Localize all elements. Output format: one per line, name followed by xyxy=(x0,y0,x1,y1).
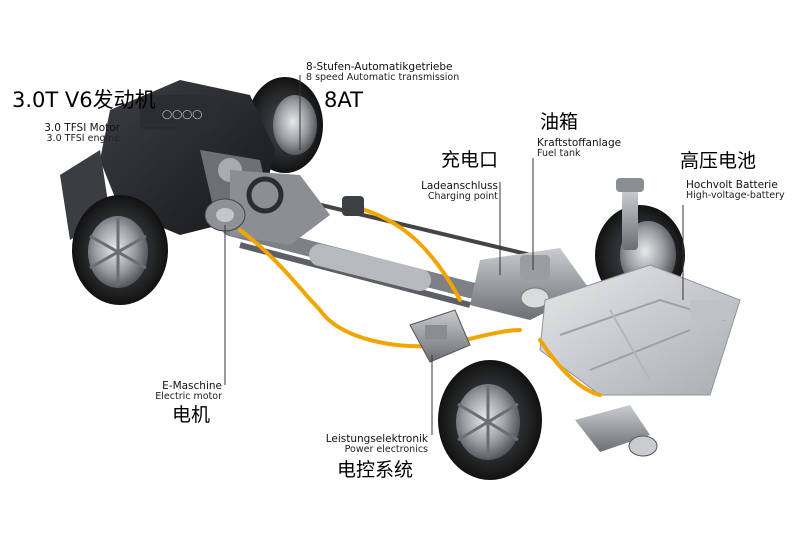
engine-label-de: 3.0 TFSI Motor xyxy=(44,122,120,134)
high-voltage-battery xyxy=(539,264,741,396)
fuel-label-de: Kraftstoffanlage xyxy=(537,137,622,149)
charging-label-en: Charging point xyxy=(427,191,498,202)
battery-label-cn: 高压电池 xyxy=(680,150,757,172)
engine-label-en: 3.0 TFSI engine xyxy=(46,133,120,144)
engine-label-cn: 3.0T V6发动机 xyxy=(12,88,156,112)
charging-socket xyxy=(342,196,364,216)
fuel-label-cn: 油箱 xyxy=(540,111,579,133)
engine-cover-logo: ◯◯◯◯ xyxy=(162,110,202,120)
motor-label-de: E-Maschine xyxy=(162,380,222,392)
electric-motor xyxy=(204,198,246,232)
power-electronics-label-cn: 电控系统 xyxy=(337,459,414,481)
automatic-transmission xyxy=(230,170,330,245)
charging-label-de: Ladeanschluss xyxy=(421,180,498,192)
transmission-label-en: 8 speed Automatic transmission xyxy=(306,72,460,83)
rear-left-wheel xyxy=(438,360,542,480)
power-electronics-label-de: Leistungselektronik xyxy=(325,433,428,445)
rear-shock-absorber xyxy=(616,178,644,250)
rear-muffler xyxy=(575,405,658,457)
battery-label-en: High-voltage-battery xyxy=(686,190,785,201)
charging-label-cn: 充电口 xyxy=(440,149,498,171)
transmission-label-de: 8-Stufen-Automatikgetriebe xyxy=(306,61,453,73)
transmission-label-short: 8AT xyxy=(324,88,363,112)
power-electronics-label-en: Power electronics xyxy=(344,444,428,455)
motor-label-en: Electric motor xyxy=(155,391,222,402)
motor-label-cn: 电机 xyxy=(172,404,211,426)
power-electronics-unit xyxy=(409,309,471,363)
fuel-label-en: Fuel tank xyxy=(537,148,581,159)
front-left-wheel xyxy=(72,195,168,305)
battery-label-de: Hochvolt Batterie xyxy=(686,179,778,191)
label-leader-lines xyxy=(122,75,684,435)
